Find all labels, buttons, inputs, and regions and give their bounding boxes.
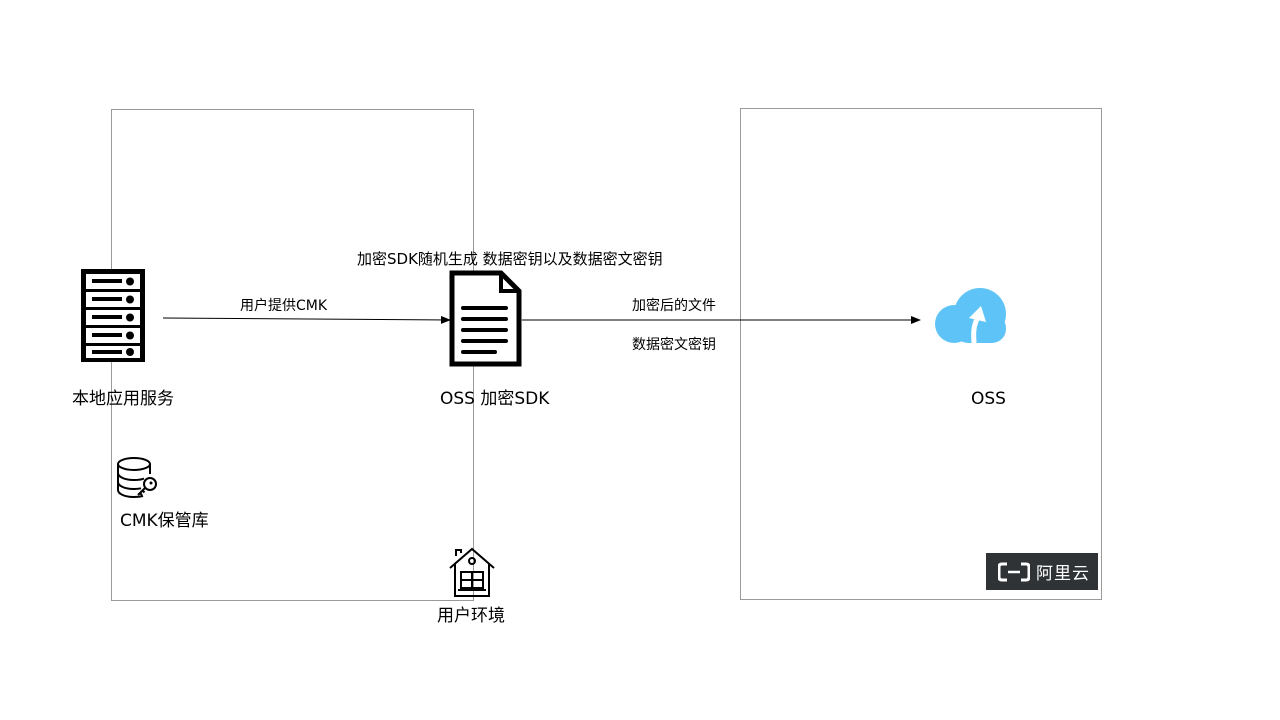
server-rack-icon	[81, 269, 145, 362]
user-environment-label: 用户环境	[437, 606, 505, 626]
aliyun-bracket-logo-icon	[998, 562, 1030, 581]
document-icon	[449, 270, 522, 367]
provide-cmk-label: 用户提供CMK	[240, 298, 328, 314]
cmk-vault-label: CMK保管库	[120, 511, 209, 531]
cloud-upload-icon	[935, 288, 1006, 345]
oss-encryption-sdk-label: OSS 加密SDK	[440, 389, 550, 409]
sdk-generate-annotation: 加密SDK随机生成 数据密钥以及数据密文密钥	[357, 250, 663, 268]
provide-cmk-arrow	[162, 315, 451, 324]
local-app-service-label: 本地应用服务	[72, 389, 174, 409]
encrypted-file-label: 加密后的文件	[632, 298, 716, 314]
house-icon	[449, 547, 495, 597]
oss-label: OSS	[971, 389, 1006, 409]
data-cipher-key-label: 数据密文密钥	[632, 337, 716, 353]
aliyun-logo: 阿里云	[986, 553, 1098, 590]
database-key-icon	[117, 457, 157, 499]
cloud-region	[740, 108, 1102, 600]
aliyun-brand-text: 阿里云	[1036, 564, 1090, 584]
